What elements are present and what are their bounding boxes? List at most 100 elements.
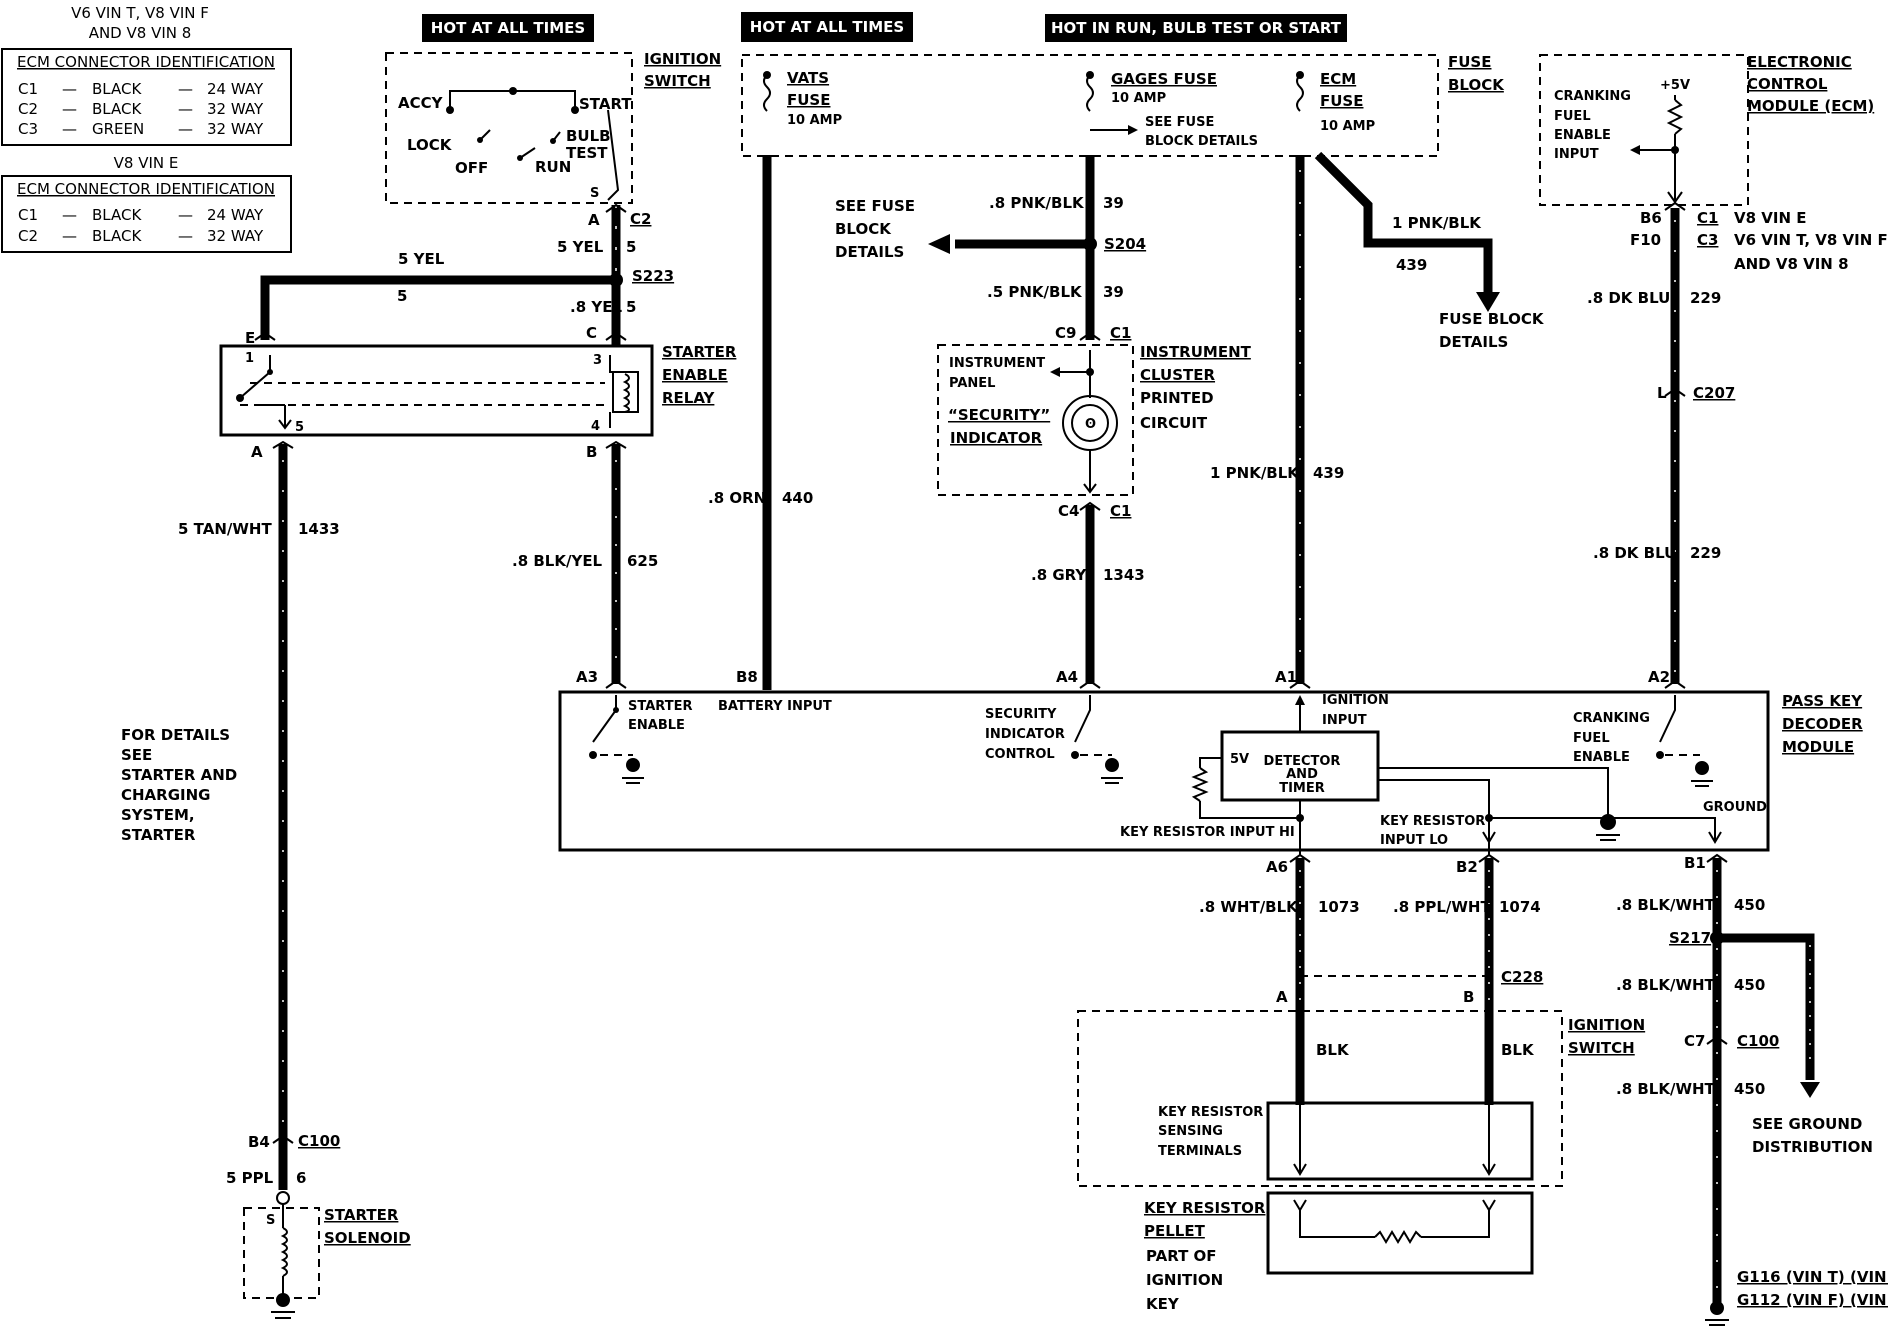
svg-text:3: 3	[593, 353, 602, 368]
svg-text:SEE FUSE: SEE FUSE	[1145, 115, 1214, 130]
svg-text:BLK: BLK	[1501, 1041, 1535, 1059]
svg-text:ACCY: ACCY	[398, 94, 444, 112]
svg-text:G112 (VIN F) (VIN 8): G112 (VIN F) (VIN 8)	[1737, 1291, 1888, 1309]
svg-text:4: 4	[591, 419, 600, 434]
svg-text:5 PPL: 5 PPL	[226, 1169, 274, 1187]
svg-text:C: C	[586, 324, 597, 342]
svg-text:625: 625	[627, 552, 658, 570]
svg-text:SENSING: SENSING	[1158, 1124, 1223, 1139]
svg-text:10 AMP: 10 AMP	[1111, 91, 1166, 106]
svg-text:V6 VIN T, V8 VIN F: V6 VIN T, V8 VIN F	[1734, 231, 1888, 249]
svg-text:6: 6	[296, 1169, 306, 1187]
svg-text:BLACK: BLACK	[92, 227, 142, 245]
svg-text:STARTER: STARTER	[628, 699, 692, 714]
svg-text:24 WAY: 24 WAY	[207, 206, 264, 224]
fuse-block-details-note: FUSE BLOCK DETAILS	[1439, 310, 1545, 351]
svg-text:GROUND: GROUND	[1703, 800, 1767, 815]
svg-text:1073: 1073	[1318, 898, 1360, 916]
svg-text:.8 BLK/YEL: .8 BLK/YEL	[512, 552, 603, 570]
svg-text:PANEL: PANEL	[949, 376, 995, 391]
svg-text:IGNITION: IGNITION	[1568, 1016, 1645, 1034]
svg-text:32 WAY: 32 WAY	[207, 227, 264, 245]
ignition-switch: IGNITION SWITCH ACCY START LOCK OFF RUN …	[385, 50, 721, 204]
svg-text:S217: S217	[1669, 929, 1711, 947]
svg-text:CIRCUIT: CIRCUIT	[1140, 414, 1208, 432]
svg-text:—: —	[62, 206, 77, 224]
svg-text:A4: A4	[1056, 668, 1078, 686]
svg-text:IGNITION: IGNITION	[1322, 693, 1389, 708]
svg-text:—: —	[178, 100, 193, 118]
svg-text:SEE: SEE	[121, 746, 152, 764]
svg-text:STARTER: STARTER	[324, 1206, 399, 1224]
svg-text:MODULE (ECM): MODULE (ECM)	[1747, 97, 1874, 115]
svg-text:VATS: VATS	[787, 69, 829, 87]
svg-text:1074: 1074	[1499, 898, 1541, 916]
svg-text:IGNITION: IGNITION	[1146, 1271, 1223, 1289]
svg-text:CONTROL: CONTROL	[985, 747, 1055, 762]
svg-text:F10: F10	[1630, 231, 1661, 249]
svg-text:440: 440	[782, 489, 813, 507]
svg-text:AND: AND	[1286, 767, 1318, 782]
svg-text:CHARGING: CHARGING	[121, 786, 210, 804]
svg-text:GREEN: GREEN	[92, 120, 144, 138]
svg-text:DISTRIBUTION: DISTRIBUTION	[1752, 1138, 1873, 1156]
svg-text:A2: A2	[1648, 668, 1670, 686]
svg-text:DETECTOR: DETECTOR	[1264, 754, 1341, 769]
svg-text:SOLENOID: SOLENOID	[324, 1229, 411, 1247]
svg-text:C207: C207	[1693, 384, 1735, 402]
svg-text:32 WAY: 32 WAY	[207, 100, 264, 118]
splice-s204	[1083, 237, 1097, 251]
svg-text:BLOCK: BLOCK	[835, 220, 892, 238]
svg-text:PRINTED: PRINTED	[1140, 389, 1214, 407]
svg-text:RUN: RUN	[535, 158, 571, 176]
svg-text:FUSE: FUSE	[787, 91, 830, 109]
hot-at-all-times-header-ignition: HOT AT ALL TIMES	[422, 14, 594, 42]
vats-fuse-symbol	[763, 74, 771, 112]
svg-text:.8 PNK/BLK: .8 PNK/BLK	[989, 194, 1085, 212]
svg-text:FUSE BLOCK: FUSE BLOCK	[1439, 310, 1545, 328]
svg-text:1: 1	[245, 351, 254, 366]
svg-text:C1: C1	[18, 80, 38, 98]
svg-text:5: 5	[397, 287, 407, 305]
svg-text:C2: C2	[630, 210, 651, 228]
hot-at-all-times-header-vats: HOT AT ALL TIMES	[741, 12, 913, 42]
svg-text:INDICATOR: INDICATOR	[950, 429, 1043, 447]
svg-text:.8 DK BLU: .8 DK BLU	[1587, 289, 1670, 307]
svg-text:BATTERY INPUT: BATTERY INPUT	[718, 699, 832, 714]
svg-text:C2: C2	[18, 100, 38, 118]
svg-text:—: —	[178, 227, 193, 245]
see-fuse-block-details-note: SEE FUSE BLOCK DETAILS	[835, 197, 915, 261]
svg-text:ENABLE: ENABLE	[628, 718, 685, 733]
svg-text:CRANKING: CRANKING	[1554, 89, 1631, 104]
svg-text:ELECTRONIC: ELECTRONIC	[1747, 53, 1852, 71]
gages-fuse-symbol	[1086, 74, 1094, 112]
svg-text:5V: 5V	[1230, 752, 1249, 767]
svg-text:.8 BLK/WHT: .8 BLK/WHT	[1616, 896, 1716, 914]
svg-text:439: 439	[1396, 256, 1427, 274]
connector-marks	[254, 201, 1728, 1144]
svg-text:ʘ: ʘ	[1085, 417, 1096, 432]
svg-text:10 AMP: 10 AMP	[787, 113, 842, 128]
svg-text:B4: B4	[248, 1133, 270, 1151]
svg-text:S204: S204	[1104, 235, 1146, 253]
svg-text:439: 439	[1313, 464, 1344, 482]
fuse-block: FUSE BLOCK VATS FUSE 10 AMP GAGES FUSE 1…	[741, 53, 1505, 157]
svg-text:C1: C1	[1697, 209, 1718, 227]
svg-text:32 WAY: 32 WAY	[207, 120, 264, 138]
svg-text:C100: C100	[298, 1132, 340, 1150]
svg-text:.8 GRY: .8 GRY	[1031, 566, 1087, 584]
svg-text:5 YEL: 5 YEL	[398, 250, 445, 268]
svg-text:HOT IN RUN, BULB TEST OR START: HOT IN RUN, BULB TEST OR START	[1051, 19, 1342, 37]
starter-enable-relay: STARTER ENABLE RELAY 1 3 4 5 E C A B	[219, 324, 737, 461]
svg-text:STARTER: STARTER	[662, 343, 737, 361]
svg-text:10 AMP: 10 AMP	[1320, 119, 1375, 134]
svg-text:.8 ORN: .8 ORN	[708, 489, 766, 507]
svg-text:B1: B1	[1684, 854, 1706, 872]
svg-text:1433: 1433	[298, 520, 340, 538]
svg-text:—: —	[178, 206, 193, 224]
svg-text:TEST: TEST	[566, 144, 608, 162]
svg-text:INDICATOR: INDICATOR	[985, 727, 1065, 742]
svg-text:B: B	[1463, 988, 1474, 1006]
svg-text:—: —	[62, 120, 77, 138]
